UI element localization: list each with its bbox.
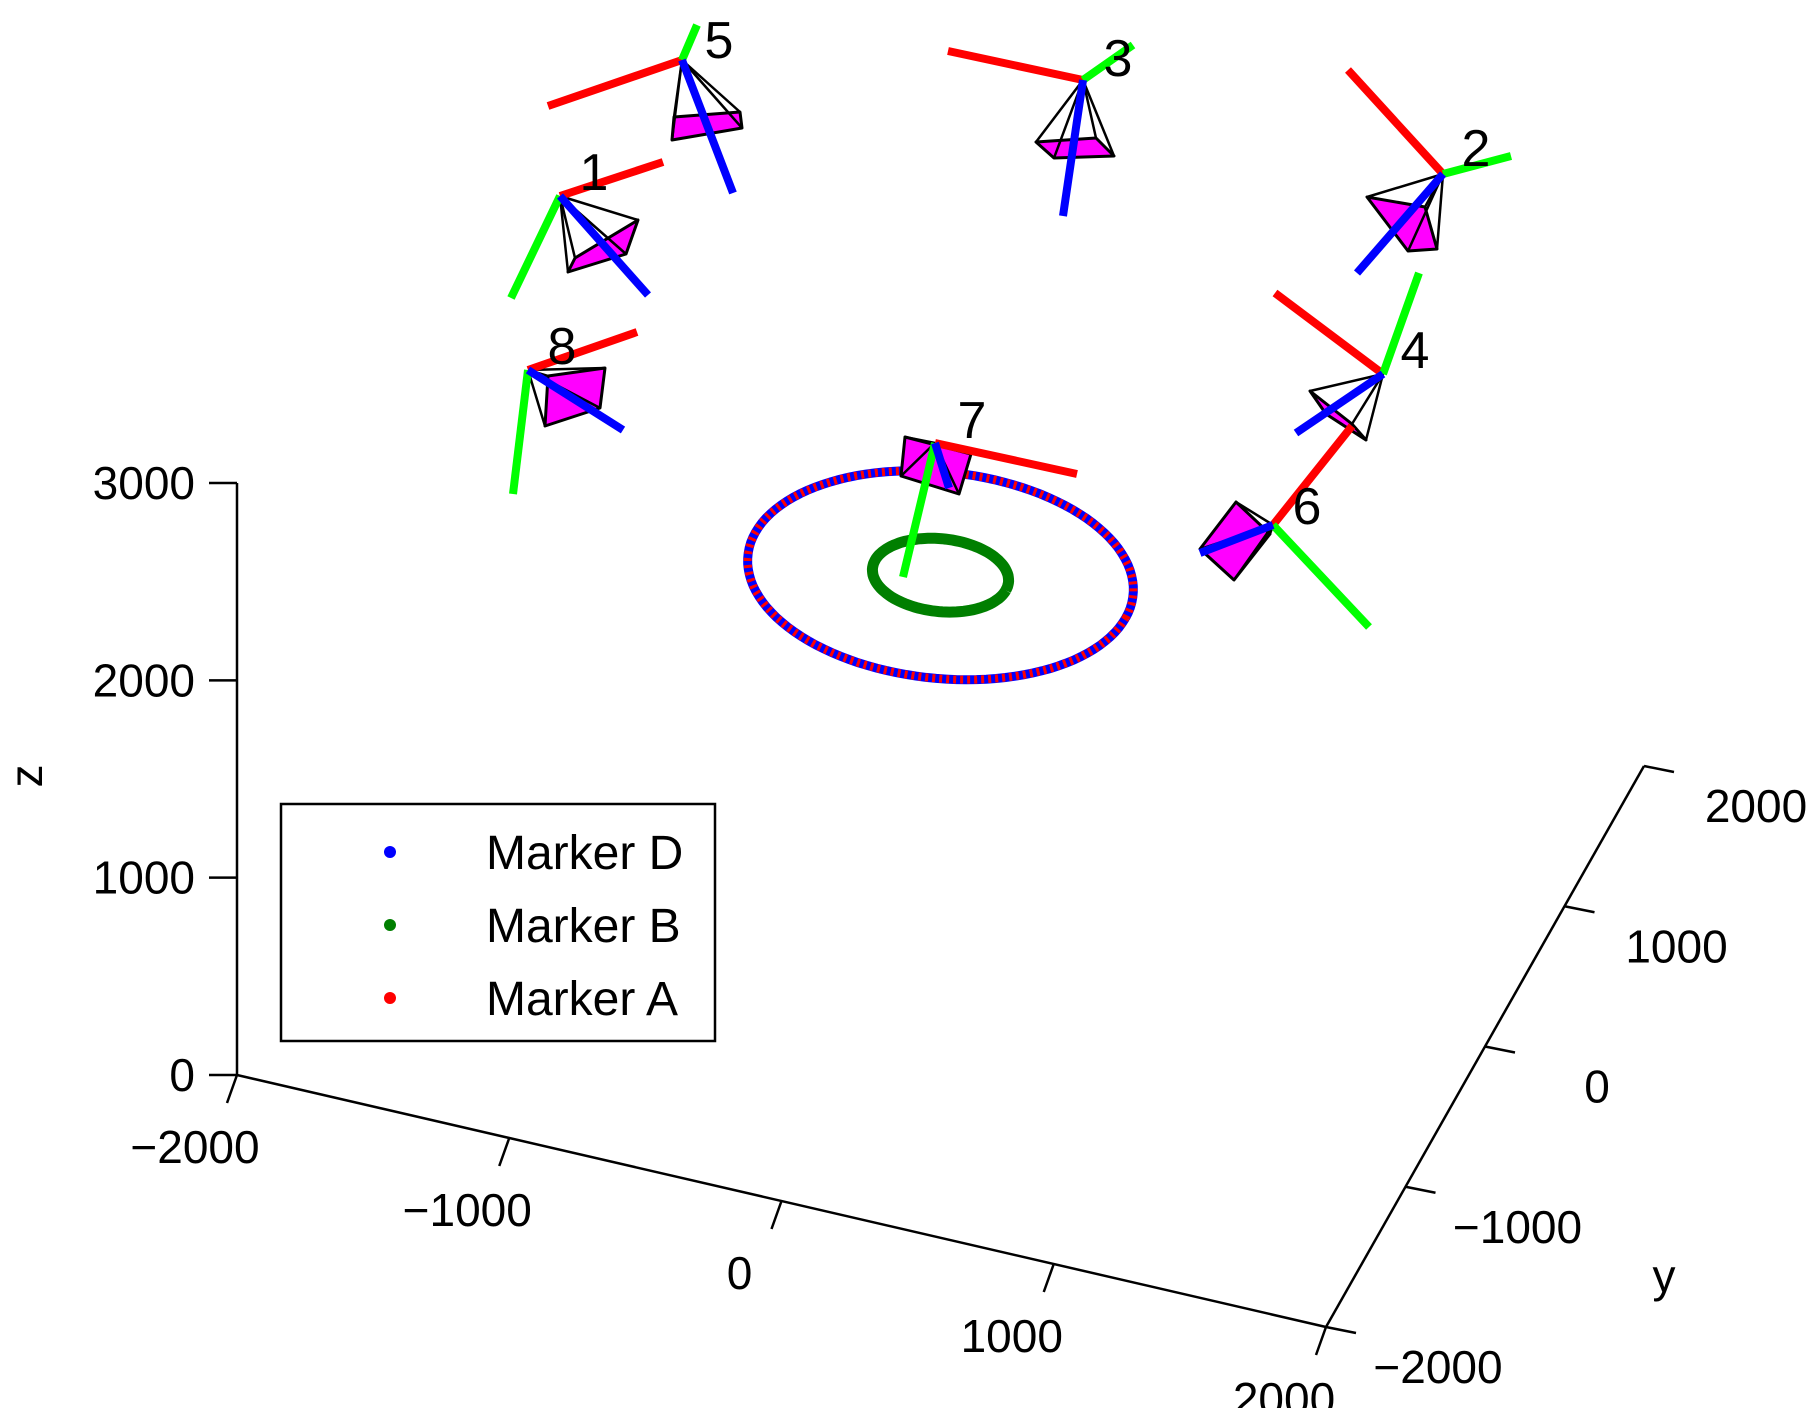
camera-1-y-axis [507,194,564,300]
y-tick-label: −2000 [1373,1341,1502,1393]
camera-5-y-axis [678,23,701,62]
marker-a-trajectory [743,466,1138,684]
camera-2-label: 2 [1462,120,1491,178]
x-tick-label: 1000 [961,1310,1063,1362]
x-tick [225,1074,239,1104]
camera-1-frustum-edge [558,195,577,259]
camera-poses: 1 2 3 4 5 6 7 8 [507,12,1513,630]
camera-4-frustum-edge [1364,373,1385,441]
camera-5-label: 5 [705,12,734,70]
camera-7-frustum-edge [900,442,936,477]
camera-6-label: 6 [1293,478,1322,536]
camera-5-frustum-edge [670,59,684,141]
camera-7-frustum-edge [904,435,936,445]
camera-4-z-axis [1293,370,1386,437]
camera-3-z-axis [1059,79,1087,217]
camera-7-label: 7 [958,392,987,450]
camera-3-y-axis [1080,41,1136,84]
camera-1-label: 1 [580,144,609,202]
camera-1: 1 [507,144,665,300]
camera-2-frustum-edge [1366,172,1444,199]
z-tick-label: 2000 [93,654,195,706]
y-axis-label: y [1653,1250,1676,1302]
camera-8-z-axis [525,366,626,434]
x-tick-label: −2000 [130,1121,259,1173]
camera-2: 2 [1345,67,1513,276]
camera-6-z-axis [1198,521,1275,557]
camera-3-frustum-edge [1035,79,1084,143]
camera-5-frustum-edge [681,59,741,113]
camera-4-label: 4 [1401,322,1430,380]
y-tick [1405,1185,1436,1194]
x-tick [498,1137,511,1167]
camera-3: 3 [947,30,1136,217]
camera-3-label: 3 [1104,30,1133,88]
camera-2-y-axis [1441,152,1513,178]
marker-b-trajectory [866,532,1015,618]
y-tick-label: 1000 [1625,920,1727,972]
camera-5-z-axis [678,58,737,195]
legend-marker-2 [384,919,396,931]
y-tick [1484,1045,1516,1054]
camera-8-label: 8 [548,318,577,376]
camera-6-y-axis [1270,522,1372,630]
y-tick [1564,905,1595,914]
legend-marker-1 [384,846,396,858]
camera-2-z-axis [1353,171,1447,276]
x-tick-label: −1000 [403,1184,532,1236]
x-tick [770,1200,783,1230]
camera-7-x-axis [934,439,1078,478]
camera-2-x-axis [1345,67,1446,177]
x-tick-label: 2000 [1233,1373,1335,1408]
camera-1-x-axis [558,158,665,200]
legend-box [279,802,717,1043]
camera-6: 6 [1198,423,1372,630]
legend-marker-3 [384,992,396,1004]
z-axis-label: z [0,765,52,788]
camera-8: 8 [509,318,639,495]
legend: Marker D Marker B Marker A [279,802,717,1043]
camera-3-frustum-edge [1081,79,1116,157]
camera-4-y-axis [1379,271,1423,376]
camera-6-frustum-edge [1232,524,1275,581]
legend-label-1: Marker D [486,827,683,880]
y-tick-label: −1000 [1453,1201,1582,1253]
camera-2-frustum-edge [1406,173,1445,252]
camera-1-frustum-edge [558,195,570,273]
camera-7-z-axis [931,441,953,490]
marker-d-trajectory [743,466,1138,685]
camera-7-y-axis [899,442,939,578]
camera-6-frustum-edge [1235,500,1274,527]
camera-8-y-axis [509,369,532,495]
x-tick-label: 0 [727,1247,753,1299]
y-tick [1325,1325,1357,1335]
camera-5-x-axis [546,56,684,110]
y-tick-label: 2000 [1705,780,1807,832]
x-tick [1042,1263,1055,1293]
camera-6-x-axis [1269,423,1356,528]
legend-label-3: Marker A [486,973,678,1026]
camera-4-frustum-edge [1309,372,1384,393]
camera-8-x-axis [526,328,639,374]
x-tick [1314,1326,1328,1356]
camera-5: 5 [546,12,744,195]
camera-4-x-axis [1272,289,1386,378]
z-tick-label: 3000 [93,457,195,509]
marker-trajectories [743,466,1138,685]
camera-1-z-axis [557,193,651,298]
camera-1-frustum-edge [559,194,639,222]
y-tick-label: 0 [1584,1061,1610,1113]
legend-label-2: Marker B [486,900,681,953]
z-tick-label: 1000 [93,852,195,904]
camera-4: 4 [1272,271,1430,442]
camera-7: 7 [899,392,1078,578]
camera-5-frustum-edge [681,59,743,129]
camera-3-x-axis [947,47,1084,84]
camera-2-frustum-edge [1435,173,1445,250]
axes-group: −2000 −1000 0 1000 2000 −2000 −1000 0 1000 2000 0 1… [0,457,1807,1408]
z-tick-label: 0 [169,1049,195,1101]
y-tick [1643,764,1675,774]
